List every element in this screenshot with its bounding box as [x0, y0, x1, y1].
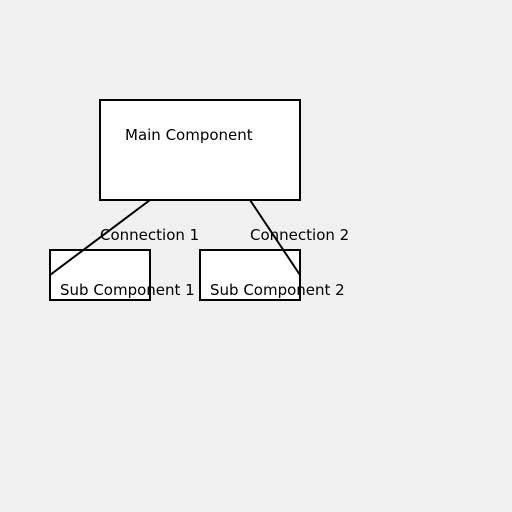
sub-component-1-box[interactable]	[49, 249, 151, 301]
connection-1-label: Connection 1	[100, 226, 199, 244]
connection-2-line	[249, 199, 301, 276]
sub-component-2-box[interactable]	[199, 249, 301, 301]
sub-component-1-label: Sub Component 1	[60, 281, 195, 299]
main-component-box[interactable]	[99, 99, 301, 201]
connection-2-label: Connection 2	[250, 226, 349, 244]
main-component-label: Main Component	[125, 126, 253, 144]
sub-component-2-label: Sub Component 2	[210, 281, 345, 299]
connection-1-line	[49, 199, 151, 276]
